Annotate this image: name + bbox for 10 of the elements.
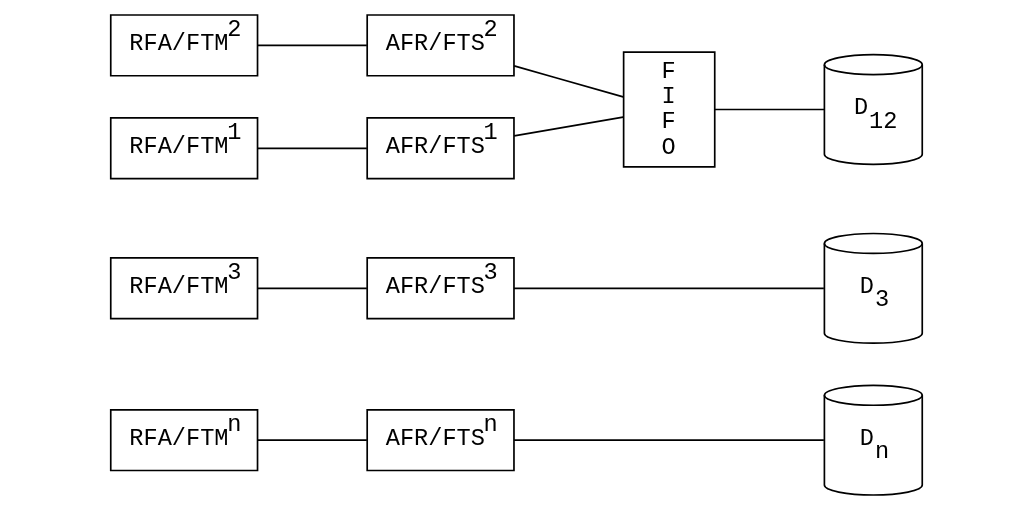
connector [512,439,825,441]
node-box: FIFO [622,51,716,168]
connector [256,439,368,441]
connector [512,65,624,98]
connector [256,147,368,150]
connector [713,108,825,111]
connector [256,287,368,290]
connector [256,44,368,47]
connector [512,287,825,290]
connector [512,116,624,137]
